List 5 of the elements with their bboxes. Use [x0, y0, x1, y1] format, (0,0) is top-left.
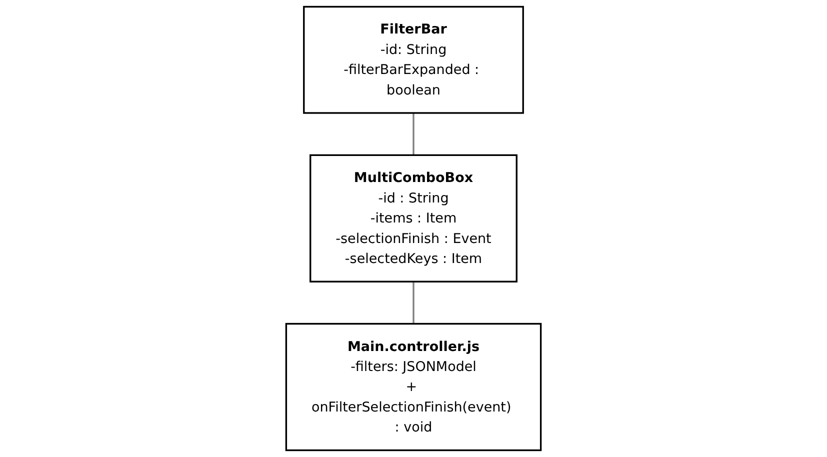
node-box: MultiComboBox -id : String -items : Item -selectionFinish : Event -selectedKeys : Item	[310, 154, 518, 282]
connector	[412, 282, 414, 324]
node-box: FilterBar -id: String -filterBarExpanded : boolean	[303, 6, 524, 114]
connector	[412, 112, 414, 156]
node-box: Main.controller.js -filters: JSONModel + onFilterSelectionFinish(event) : void	[285, 322, 542, 452]
